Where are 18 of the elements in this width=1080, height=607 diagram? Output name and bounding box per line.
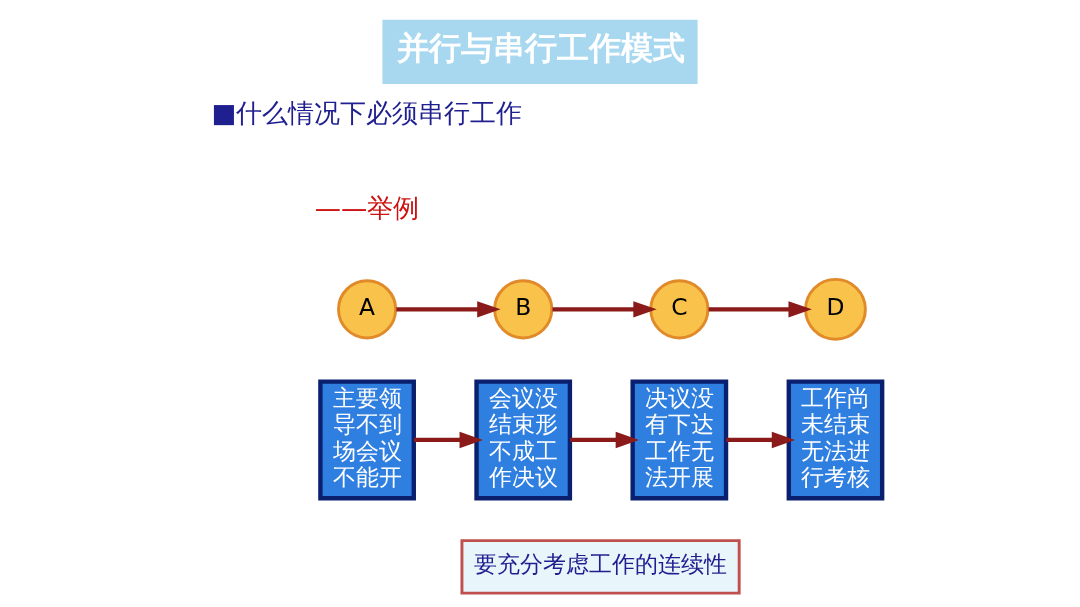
node-circle: B [493,279,554,340]
arrow [708,301,812,318]
arrow [726,431,796,449]
arrow [396,301,501,318]
label: ■什么情况下必须串行工作 [211,98,523,129]
node-box: 工作尚未结束无法进行考核 [786,379,885,501]
arrow [552,301,657,318]
node-box: 主要领导不到场会议不能开 [318,379,416,501]
node-circle: D [804,277,867,341]
node-circle: A [337,279,398,340]
arrow [414,431,483,449]
node-box: 决议没有下达工作无法开展 [630,379,729,501]
diagram-title: 并行与串行工作模式 [397,28,686,67]
arrow [570,431,640,449]
label: ——举例 [314,193,420,224]
node-circle: C [649,279,710,340]
node-box: 会议没结束形不成工作决议 [474,379,573,501]
node-box: 要充分考虑工作的连续性 [460,539,741,595]
